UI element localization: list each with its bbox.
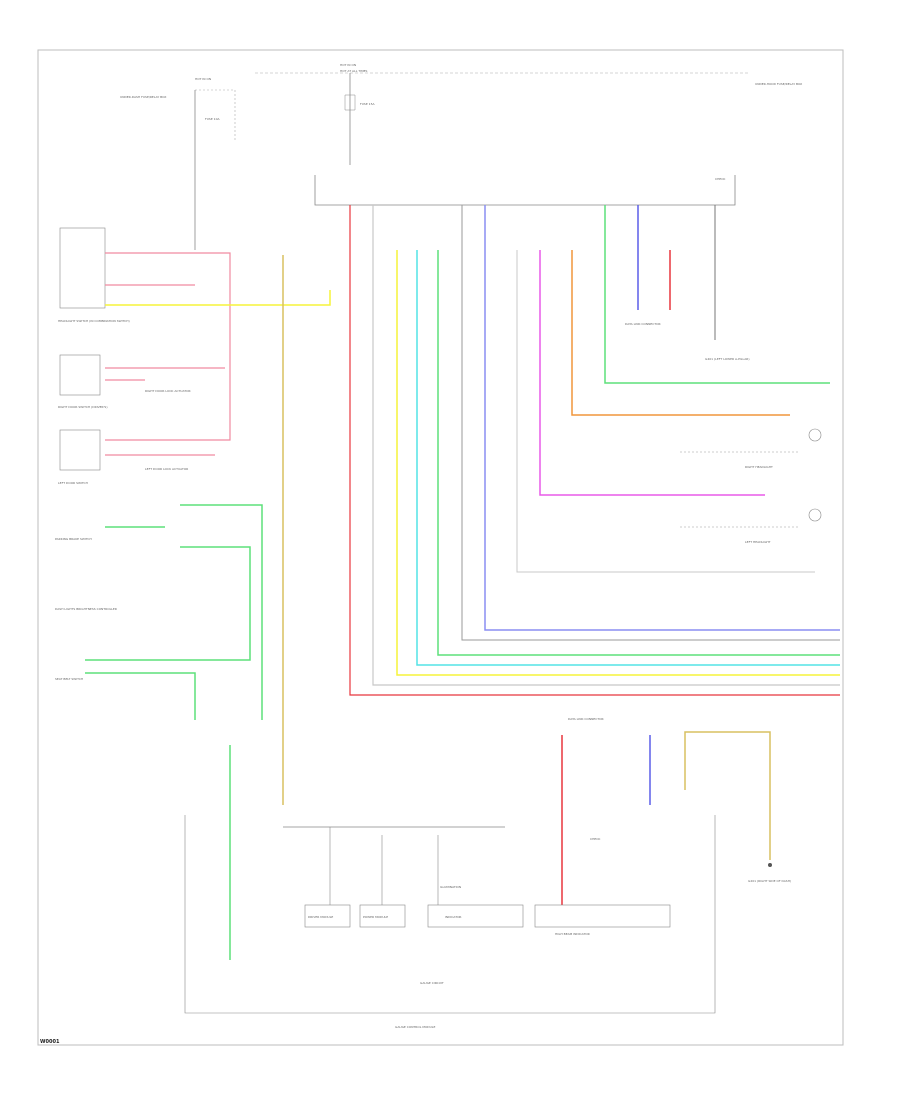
fuse-a-label: FUSE 15A [360,102,375,106]
wire-orange [571,250,790,416]
combination-switch-box [59,227,106,309]
gauge-control-outline [184,815,716,1014]
beam-indicator-box [534,904,671,928]
wire-yellow-left [105,290,331,306]
wire-blue [484,205,840,631]
left-headlight-label: LEFT HEADLIGHT [745,540,771,544]
diagram-frame [37,49,844,1046]
underhood-label: UNDER-HOOD FUSE/RELAY BOX [755,82,802,86]
power-module-box [359,904,406,928]
wire-lightgray [516,250,815,573]
wire-green-a [105,504,263,720]
wire-green-right [604,205,830,384]
illumination-label: ILLUMINATION [440,885,461,889]
ground-bottom-symbol [768,863,772,867]
hot-at-all-times-label: HOT AT ALL TIMES [340,69,368,73]
footer-code: W0001 [40,1039,60,1045]
beam-indicator-label: HIGH BEAM INDICATOR [555,932,590,936]
indicator-box [427,904,524,928]
check-box-label: CHECK [590,837,601,841]
wire-red [349,205,840,696]
combination-switch-label: HEADLIGHT SWITCH (IN COMBINATION SWITCH) [58,319,130,323]
gauge-connector-top [314,175,736,206]
right-headlight-label: RIGHT HEADLIGHT [745,465,773,469]
right-switch-label: RIGHT DOOR SWITCH (DRIVER'S) [58,405,108,409]
gauge-circuit-label: GAUGE CIRCUIT [420,981,444,985]
wire-green-b [85,546,251,661]
wire-green-c [85,672,196,720]
wire-yellow [396,250,840,676]
driver-module-label: DRIVER MODULE [308,915,333,919]
right-headlight-bulb [808,428,822,442]
wire-gray [461,205,840,641]
wire-cyan [416,250,840,666]
indicator-label: INDICATOR [445,915,462,919]
seat-belt-label: SEAT BELT SWITCH [55,677,83,681]
right-door-lock-label: RIGHT DOOR LOCK ACTUATOR [145,389,191,393]
underdash-label: UNDER-DASH FUSE/RELAY BOX [120,95,166,99]
gauge-control-label: GAUGE CONTROL MODULE [395,1025,435,1029]
left-headlight-bulb [808,508,822,522]
driver-module-box [304,904,351,928]
connector-top-label: CHECK [715,177,726,181]
dimmer-label: DASH LIGHTS BRIGHTNESS CONTROLLER [55,607,117,611]
left-switch-box [59,429,101,471]
ground-bottom-label: G201 (RIGHT SIDE OF DASH) [748,879,791,883]
wire-magenta [539,250,765,496]
left-switch-label: LEFT DOOR SWITCH [58,481,88,485]
left-door-lock-label: LEFT DOOR LOCK ACTUATOR [145,467,188,471]
connector-label-bottom: DATA LINK CONNECTOR [568,717,604,721]
hot-label-left: HOT IN ON [195,77,211,81]
power-module-label: POWER MODULE [363,915,388,919]
wire-tan-low [684,731,771,860]
fuse-a-symbol [344,94,356,111]
hot-in-on-label: HOT IN ON [340,63,356,67]
fuse-b-label: FUSE 10A [205,117,220,121]
wire-pink-a [105,252,231,441]
connector-label-upper: DATA LINK CONNECTOR [625,322,661,326]
ground-rear-label: G401 (LEFT LOWER A-PILLAR) [705,357,750,361]
wire-green-h [437,250,840,656]
wire-white [372,205,840,686]
parking-brake-label: PARKING BRAKE SWITCH [55,537,92,541]
right-switch-box [59,354,101,396]
